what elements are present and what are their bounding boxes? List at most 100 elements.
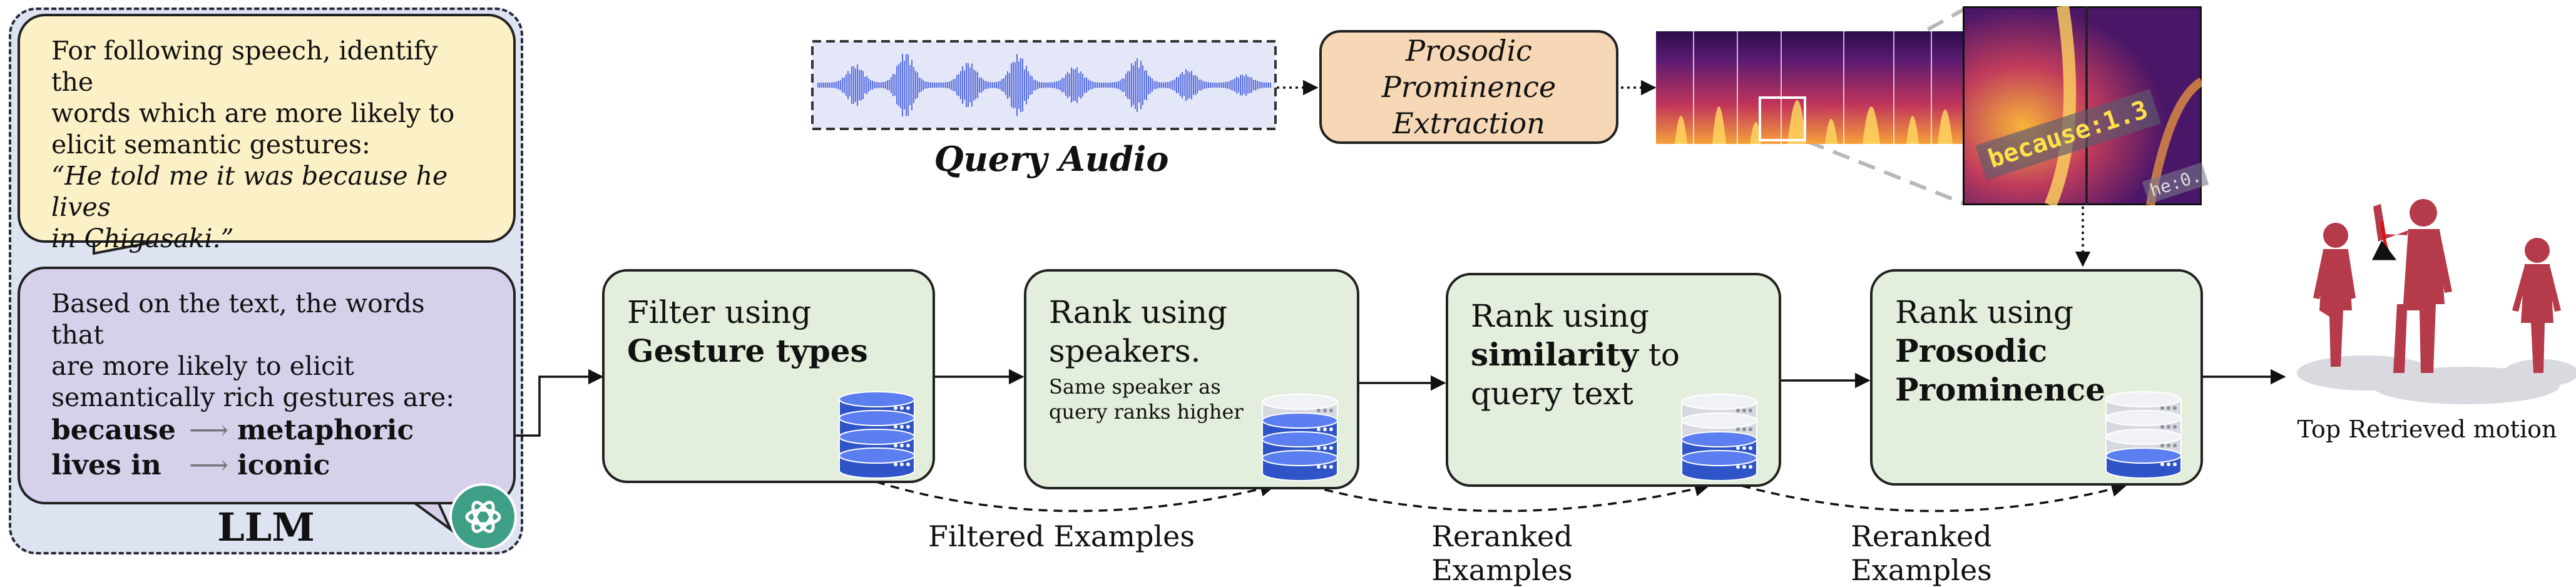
mapping-row: lives in ⟶ iconic (51, 448, 482, 483)
database-layer-top (2105, 410, 2182, 426)
database-dot (2160, 444, 2164, 447)
database-dot (1742, 409, 1746, 412)
database-layer-top (2105, 447, 2182, 464)
prompt-line: For following speech, identify the (51, 36, 438, 97)
answer-line: Based on the text, the words that (51, 288, 425, 350)
database-dot (1742, 446, 1746, 450)
link-filtered-arc (876, 481, 1276, 513)
stage-note-line: query ranks higher (1049, 400, 1244, 424)
prompt-line: words which are more likely to (51, 98, 455, 128)
database-dot (2167, 425, 2170, 429)
database-dot (2160, 462, 2164, 466)
stage-bold: Prominence (1895, 371, 2105, 408)
answer-bubble-tail (412, 501, 454, 534)
database-dot (1323, 409, 1327, 412)
database-dot (900, 406, 904, 410)
database-dot (2167, 444, 2170, 447)
database-dot (1323, 446, 1327, 450)
database-dot (1317, 409, 1321, 412)
database-dot (2173, 406, 2177, 410)
database-dot (1329, 465, 1333, 469)
database-layer-top (839, 447, 915, 464)
database-layer-top (1681, 450, 1757, 466)
query-audio-caption: Query Audio (934, 139, 1169, 179)
mapping-gesture: metaphoric (237, 414, 414, 446)
database-dot (2173, 462, 2177, 466)
database-dot (2160, 425, 2164, 429)
quote-line: “He told me it was because he lives (51, 161, 448, 222)
mapping-word: lives in (51, 449, 161, 481)
database-layer-top (1262, 450, 1338, 466)
database-icon (839, 391, 915, 479)
database-layer-top (839, 391, 915, 407)
database-dot (1749, 409, 1752, 412)
retrieved-motion-figures (2297, 199, 2576, 404)
chatgpt-logo-icon (449, 483, 517, 551)
database-layer-top (839, 429, 915, 445)
database-layer-top (839, 410, 915, 426)
database-dot (1749, 465, 1752, 469)
prominence-line1: Prosodic Prominence (1381, 34, 1556, 104)
database-layer-top (2105, 429, 2182, 445)
mapping-arrow: ⟶ (189, 449, 238, 481)
question-bubble-tail (93, 239, 163, 255)
database-dot (1736, 446, 1740, 450)
stage-bold: Gesture types (627, 332, 868, 369)
connectors-layer (93, 7, 2286, 534)
database-dot (1317, 465, 1321, 469)
database-dot (1329, 446, 1333, 450)
database-dot (1736, 409, 1740, 412)
database-layer-top (1262, 412, 1338, 429)
stage-rest: to (1638, 337, 1680, 373)
database-dot (1736, 465, 1740, 469)
database-dot (1742, 465, 1746, 469)
database-dot (906, 406, 910, 410)
database-dot (894, 462, 897, 466)
database-layer-top (1681, 412, 1757, 429)
prominence-line2: Extraction (1393, 106, 1545, 140)
database-dot (894, 425, 897, 429)
answer-line: semantically rich gestures are: (51, 382, 455, 412)
zoom-guide-bottom (1806, 140, 1966, 206)
database-dot (894, 406, 897, 410)
database-dot (906, 462, 910, 466)
link-reranked1-arc (1295, 481, 1710, 513)
quote-line: in Chigasaki.” (51, 223, 234, 253)
database-layer-top (1681, 394, 1757, 410)
question-bubble: For following speech, identify the words… (18, 14, 516, 253)
llm-label: LLM (217, 504, 315, 550)
database-dot (2167, 462, 2170, 466)
stage-line: Rank using (1471, 298, 1650, 334)
database-dot (1323, 427, 1327, 431)
query-audio-waveform (811, 40, 1277, 130)
database-layer-top (1681, 431, 1757, 447)
database-icon (1262, 394, 1338, 481)
database-dot (894, 444, 897, 447)
database-dot (1329, 427, 1333, 431)
output-caption: Top Retrieved motion (2297, 416, 2557, 443)
spectrogram-image (1656, 31, 1969, 144)
link-caption-reranked: Reranked Examples (1431, 519, 1573, 587)
link-caption-reranked: Reranked Examples (1851, 519, 1992, 587)
database-dot (2167, 406, 2170, 410)
stage-line: Rank using (1895, 294, 2074, 330)
answer-bubble: Based on the text, the words that are mo… (18, 267, 516, 504)
database-dot (2160, 406, 2164, 410)
zoomed-spectrogram: because:1.3 he:0. (1963, 6, 2209, 205)
mapping-row: because⟶ metaphoric (51, 413, 482, 448)
stage-note-line: Same speaker as (1049, 375, 1221, 399)
database-dot (1749, 427, 1752, 431)
database-dot (2173, 425, 2177, 429)
database-layer-top (1262, 394, 1338, 410)
database-dot (1323, 465, 1327, 469)
database-dot (906, 425, 910, 429)
mapping-arrow: ⟶ (189, 414, 238, 446)
database-dot (900, 462, 904, 466)
database-dot (1317, 446, 1321, 450)
database-dot (906, 444, 910, 447)
database-dot (900, 425, 904, 429)
database-dot (1749, 446, 1752, 450)
mapping-gesture: iconic (237, 449, 330, 481)
